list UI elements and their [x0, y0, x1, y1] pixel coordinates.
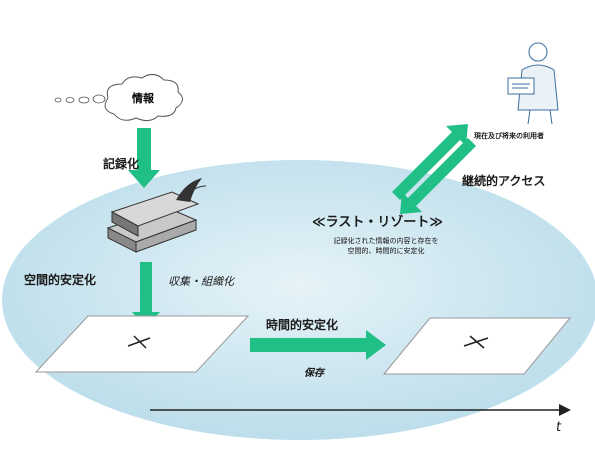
book-icon: [106, 178, 207, 253]
info-cloud: [54, 74, 183, 122]
spatial-stabilization-label: 空間的安定化: [24, 273, 97, 287]
time-axis-label: t: [556, 420, 562, 435]
continuous-access-label: 継続的アクセス: [462, 174, 546, 188]
last-resort-desc-line2: 空間的、時間的に安定化: [347, 247, 425, 255]
user-figure: [507, 42, 559, 125]
temporal-arrow: [250, 330, 386, 360]
recording-label: 記録化: [103, 157, 140, 171]
right-plane-mark: [463, 335, 489, 349]
last-resort-desc-line1: 記録化された情報の内容と存在を: [333, 237, 439, 245]
collection-organization-label: 収集・組織化: [168, 275, 234, 288]
access-arrows: [392, 124, 476, 214]
last-resort-title: ≪ラスト・リゾート≫: [312, 215, 443, 230]
last-resort-ellipse: [2, 160, 595, 440]
preservation-label: 保存: [304, 368, 324, 379]
info-label: 情報: [132, 92, 154, 105]
spatial-arrow: [132, 262, 160, 328]
users-label: 現在及び将来の利用者: [474, 132, 544, 140]
left-plane-mark: [127, 335, 151, 349]
recording-arrow: [128, 128, 160, 188]
right-plane: [382, 317, 572, 375]
temporal-stabilization-label: 時間的安定化: [266, 318, 339, 332]
